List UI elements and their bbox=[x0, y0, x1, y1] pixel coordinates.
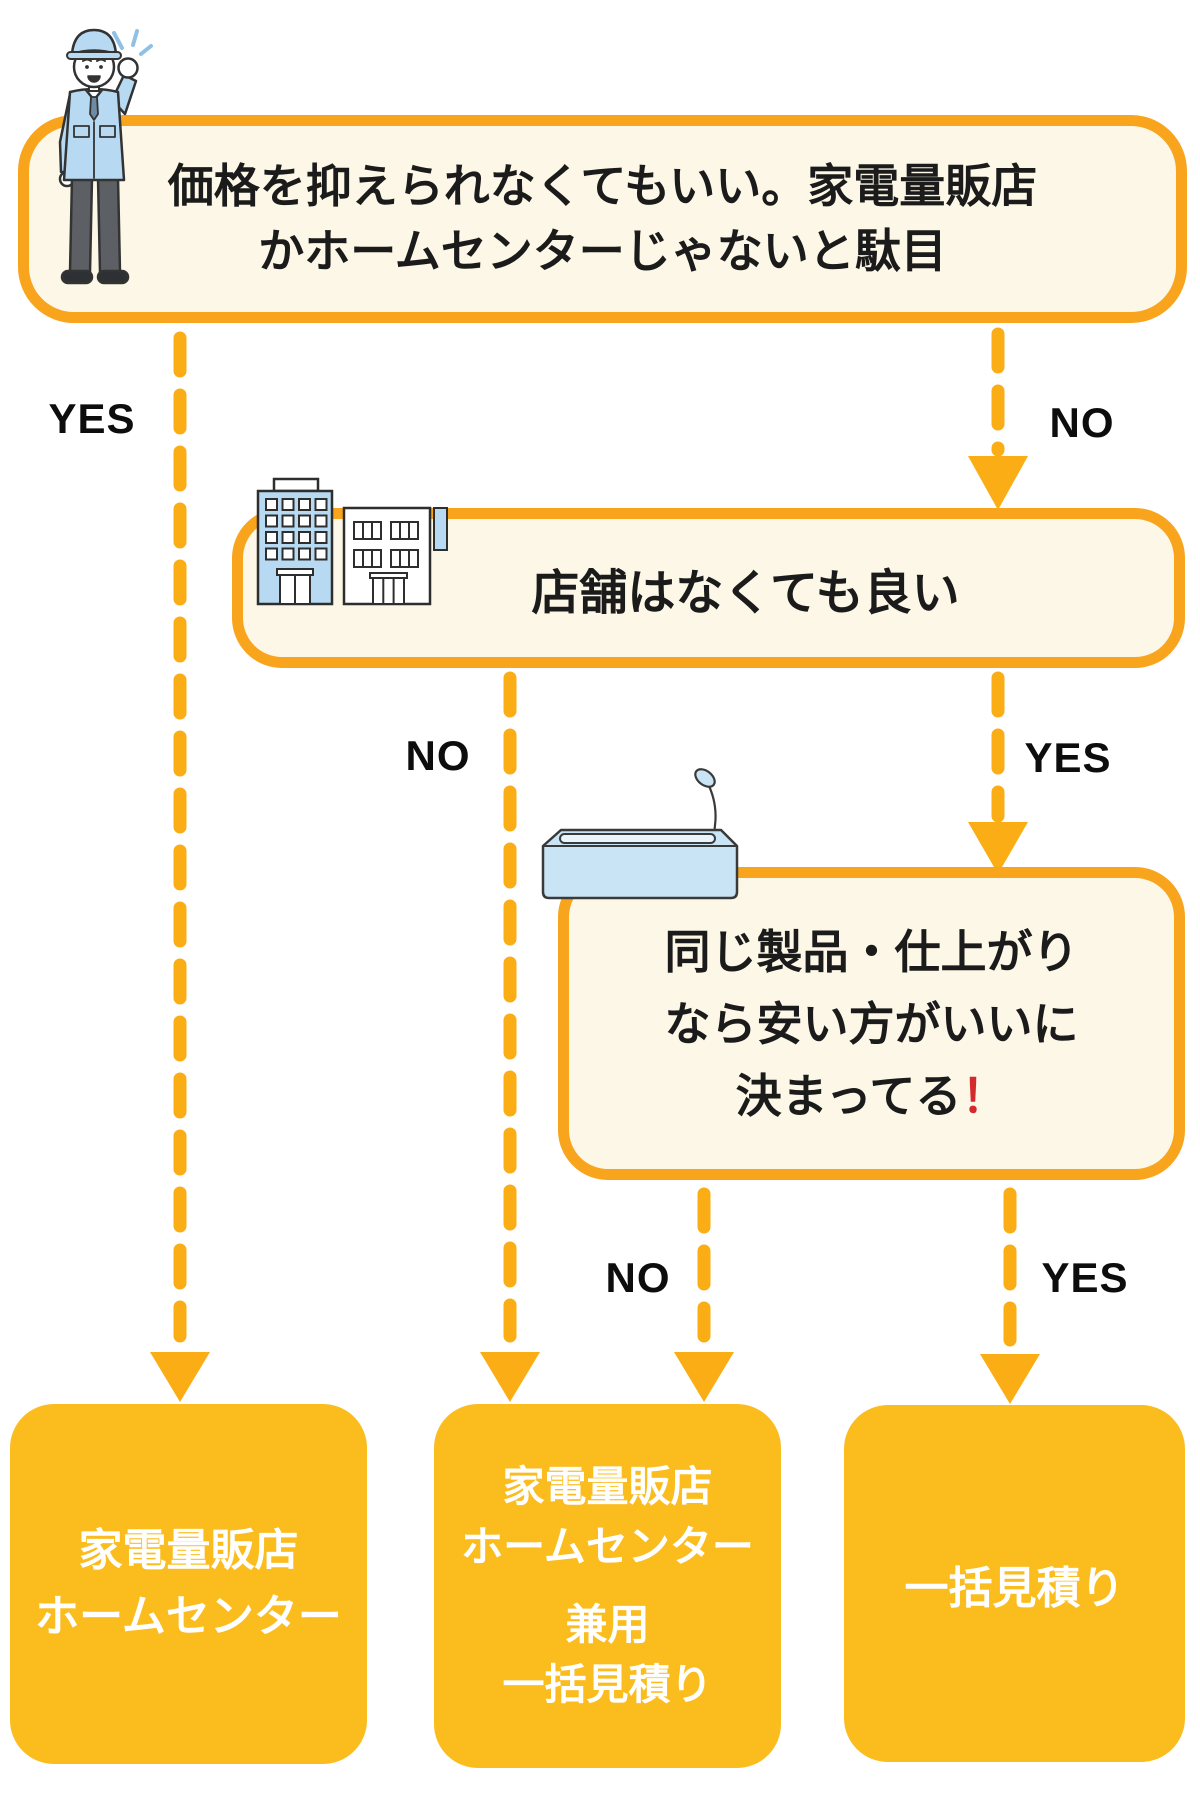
decision-text-line: かホームセンターじゃないと駄目 bbox=[258, 225, 947, 277]
edge-label-no-level1: NO bbox=[1049, 399, 1115, 446]
red-exclamation: ！ bbox=[961, 1069, 1008, 1122]
worker-cheering-icon bbox=[58, 28, 153, 285]
buildings-icon bbox=[256, 477, 448, 606]
result-text-line: 一括見積り bbox=[502, 1661, 713, 1708]
edge-label-yes-level3: YES bbox=[1041, 1254, 1129, 1301]
edge-label-no-level3: NO bbox=[605, 1254, 671, 1301]
decision-text-line: 決まってる！ bbox=[735, 1069, 1008, 1122]
decision-text-line: 価格を抑えられなくてもいい。家電量販店 bbox=[167, 160, 1038, 212]
bathtub-shower-icon bbox=[541, 768, 739, 900]
arrow-no-level3 bbox=[674, 1187, 734, 1402]
result-box-combined: 家電量販店 ホームセンター 兼用 一括見積り bbox=[434, 1404, 781, 1768]
result-box-retail: 家電量販店 ホームセンター bbox=[10, 1404, 367, 1764]
edge-label-yes-level1: YES bbox=[48, 395, 136, 442]
decision-text-line: 同じ製品・仕上がり bbox=[664, 925, 1079, 978]
result-text-line: 兼用 bbox=[565, 1601, 650, 1648]
arrow-yes-level2 bbox=[968, 671, 1028, 874]
result-text-line: 一括見積り bbox=[904, 1563, 1125, 1613]
decision-text-line: 店舗はなくても良い bbox=[531, 567, 960, 620]
result-box-bulk-quote: 一括見積り bbox=[844, 1405, 1185, 1762]
arrow-no-level1 bbox=[968, 327, 1028, 510]
decision-text-line: なら安い方がいいに bbox=[664, 997, 1079, 1050]
decision-box-cheaper: 同じ製品・仕上がり なら安い方がいいに 決まってる！ bbox=[558, 867, 1185, 1180]
arrow-yes-level3 bbox=[980, 1187, 1040, 1404]
edge-label-no-level2: NO bbox=[405, 732, 471, 779]
result-text-line: ホームセンター bbox=[461, 1523, 754, 1570]
decision-box-price: 価格を抑えられなくてもいい。家電量販店 かホームセンターじゃないと駄目 bbox=[18, 115, 1187, 323]
arrow-no-level2 bbox=[480, 671, 540, 1402]
result-text-line: 家電量販店 bbox=[502, 1463, 713, 1510]
arrow-yes-level1 bbox=[150, 331, 210, 1402]
edge-label-yes-level2: YES bbox=[1024, 734, 1112, 781]
result-text-line: ホームセンター bbox=[35, 1592, 342, 1641]
result-text-line: 家電量販店 bbox=[78, 1526, 299, 1575]
